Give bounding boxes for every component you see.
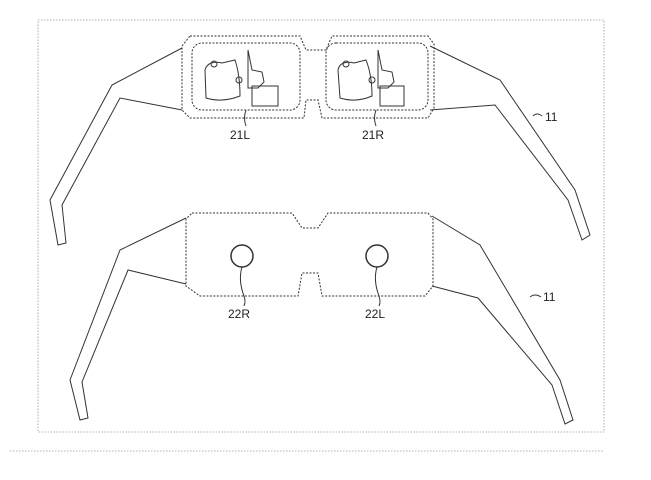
leader-11-top xyxy=(532,113,543,117)
label-22r: 22R xyxy=(228,307,250,321)
top-glasses: 21L 21R 11 xyxy=(49,35,591,246)
label-21r: 21R xyxy=(362,128,384,142)
right-temple xyxy=(429,45,591,241)
left-camera-22l xyxy=(365,244,389,268)
right-temple xyxy=(431,215,574,425)
right-display-image xyxy=(337,49,405,107)
label-11-bottom: 11 xyxy=(543,290,556,304)
leader-22r xyxy=(239,266,246,307)
right-display-lens xyxy=(325,42,429,111)
front-frame xyxy=(185,212,434,297)
bottom-glasses: 22R 22L 11 xyxy=(69,212,574,425)
left-temple xyxy=(69,217,187,421)
leader-21l xyxy=(244,109,247,127)
left-display-image xyxy=(204,49,279,107)
leader-22l xyxy=(374,266,381,307)
label-21l: 21L xyxy=(230,128,250,142)
right-camera-22r xyxy=(230,244,254,268)
label-11-top: 11 xyxy=(545,110,558,124)
leader-11-bottom xyxy=(529,294,542,298)
front-frame xyxy=(181,35,435,119)
left-temple xyxy=(49,47,183,246)
figure-border xyxy=(37,19,605,433)
label-22l: 22L xyxy=(365,307,385,321)
leader-21r xyxy=(374,109,377,127)
left-display-lens xyxy=(191,42,301,111)
